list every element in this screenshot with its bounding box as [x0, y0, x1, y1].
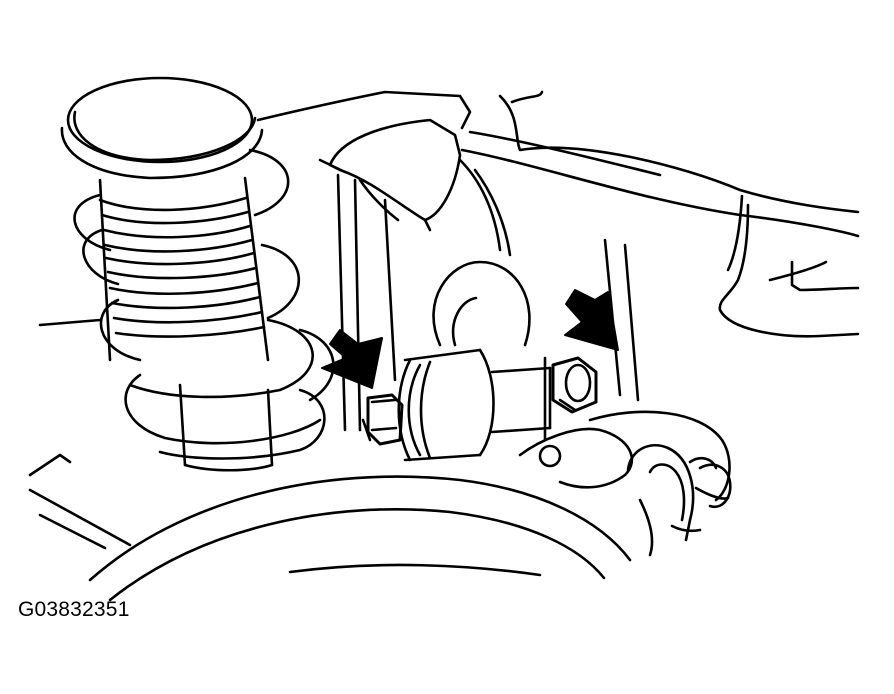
body-mount — [718, 194, 860, 338]
caliper-detail — [626, 443, 732, 542]
figure-code-label: G03832351 — [18, 598, 130, 621]
left-nut-icon — [361, 393, 404, 446]
knuckle — [318, 118, 640, 432]
strut-spring — [60, 76, 335, 472]
frame-lines — [28, 90, 860, 550]
right-bolt-arrow-icon — [564, 289, 619, 351]
right-nut-icon — [551, 356, 598, 414]
left-bolt-arrow-icon — [321, 329, 383, 389]
bushing-bolt-assembly — [361, 348, 731, 502]
hub-disc — [88, 475, 654, 602]
